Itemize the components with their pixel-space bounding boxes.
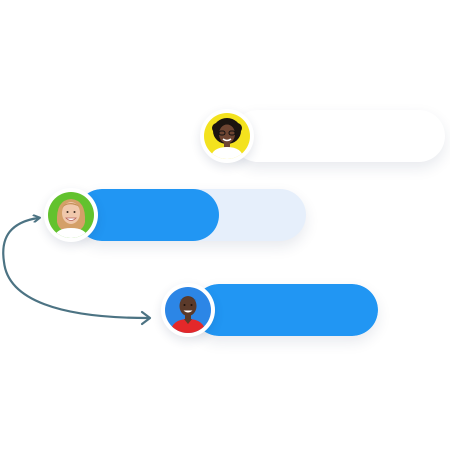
man-red-shirt-avatar-icon [165, 287, 211, 333]
avatar-ring-2 [44, 188, 98, 242]
woman-curly-hair-avatar-icon [204, 113, 250, 159]
task-row-1 [200, 109, 445, 163]
avatar-ring-1 [200, 109, 254, 163]
woman-blonde-avatar-icon [48, 192, 94, 238]
task-row-2 [44, 188, 306, 242]
avatar-ring-3 [161, 283, 215, 337]
progress-fill-2 [76, 189, 219, 241]
progress-track-2 [76, 189, 306, 241]
progress-track-1 [232, 110, 445, 162]
progress-fill-3 [193, 284, 378, 336]
progress-track-3 [193, 284, 378, 336]
task-row-3 [161, 283, 378, 337]
